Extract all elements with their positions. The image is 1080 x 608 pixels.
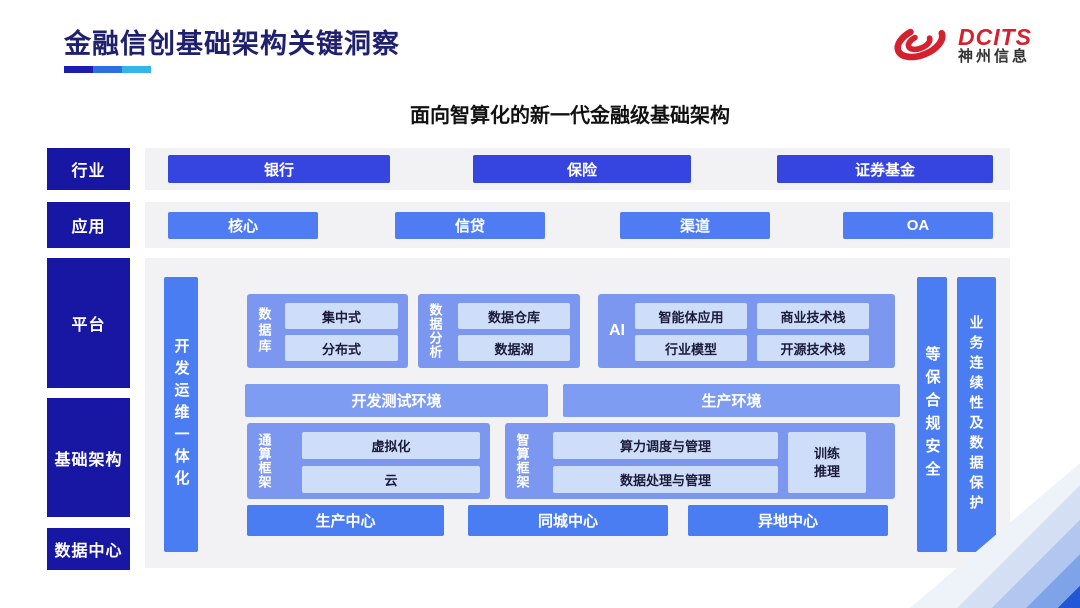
center-item-production: 生产中心 (247, 505, 444, 536)
ai-item-opensource-stack: 开源技术栈 (757, 335, 869, 361)
ai-item-commercial-stack: 商业技术栈 (757, 303, 869, 329)
ai-item-agent-app: 智能体应用 (635, 303, 747, 329)
center-item-samecity: 同城中心 (468, 505, 668, 536)
continuity-bar: 业务连续性及数据保护 (957, 277, 996, 552)
underline-segment (93, 66, 122, 73)
analytics-group: 数据分析 数据仓库 数据湖 (418, 294, 580, 368)
analytics-item-lake: 数据湖 (458, 335, 570, 361)
database-item-centralized: 集中式 (285, 303, 398, 329)
intelligent-compute-item-training-inference: 训练 推理 (788, 432, 866, 493)
ai-group-label: AI (609, 322, 625, 339)
logo-company: 神州信息 (958, 47, 1031, 65)
production-environment-bar: 生产环境 (563, 384, 900, 417)
general-compute-label: 通算框架 (256, 433, 272, 489)
general-compute-item-virtualization: 虚拟化 (302, 432, 480, 459)
page-title: 金融信创基础架构关键洞察 (64, 29, 400, 59)
analytics-item-warehouse: 数据仓库 (458, 303, 570, 329)
industry-item-securities: 证券基金 (777, 155, 993, 183)
application-item-core: 核心 (168, 212, 318, 239)
dcits-swirl-icon (890, 18, 950, 71)
industry-item-bank: 银行 (168, 155, 390, 183)
intelligent-compute-group: 智算框架 算力调度与管理 数据处理与管理 训练 推理 (505, 423, 895, 499)
analytics-group-label: 数据分析 (427, 303, 443, 359)
intelligent-compute-item-dataproc: 数据处理与管理 (553, 466, 778, 493)
industry-item-insurance: 保险 (473, 155, 691, 183)
application-item-credit: 信贷 (395, 212, 545, 239)
ai-item-industry-model: 行业模型 (635, 335, 747, 361)
center-item-remote: 异地中心 (688, 505, 888, 536)
devtest-environment-bar: 开发测试环境 (245, 384, 548, 417)
diagram-title: 面向智算化的新一代金融级基础架构 (410, 105, 730, 127)
database-group-label: 数据库 (256, 307, 272, 355)
logo: DCITS 神州信息 (890, 18, 1032, 71)
title-underline (64, 66, 151, 73)
general-compute-group: 通算框架 虚拟化 云 (247, 423, 490, 499)
sidebar-label-datacenter: 数据中心 (47, 528, 130, 570)
devops-bar: 开发运维一体化 (164, 277, 198, 552)
application-item-oa: OA (843, 212, 993, 239)
database-group: 数据库 集中式 分布式 (247, 294, 408, 368)
intelligent-compute-item-scheduling: 算力调度与管理 (553, 432, 778, 459)
sidebar-label-platform: 平台 (47, 258, 130, 388)
security-bar: 等保合规安全 (917, 277, 947, 552)
sidebar-label-industry: 行业 (47, 148, 130, 190)
application-item-channel: 渠道 (620, 212, 770, 239)
underline-segment (64, 66, 93, 73)
ai-group: AI 智能体应用 商业技术栈 行业模型 开源技术栈 (598, 294, 895, 368)
underline-segment (122, 66, 151, 73)
database-item-distributed: 分布式 (285, 335, 398, 361)
sidebar-label-application: 应用 (47, 202, 130, 248)
logo-brand: DCITS (958, 23, 1032, 50)
intelligent-compute-label: 智算框架 (514, 433, 530, 489)
sidebar-label-infrastructure: 基础架构 (47, 398, 130, 517)
general-compute-item-cloud: 云 (302, 466, 480, 493)
